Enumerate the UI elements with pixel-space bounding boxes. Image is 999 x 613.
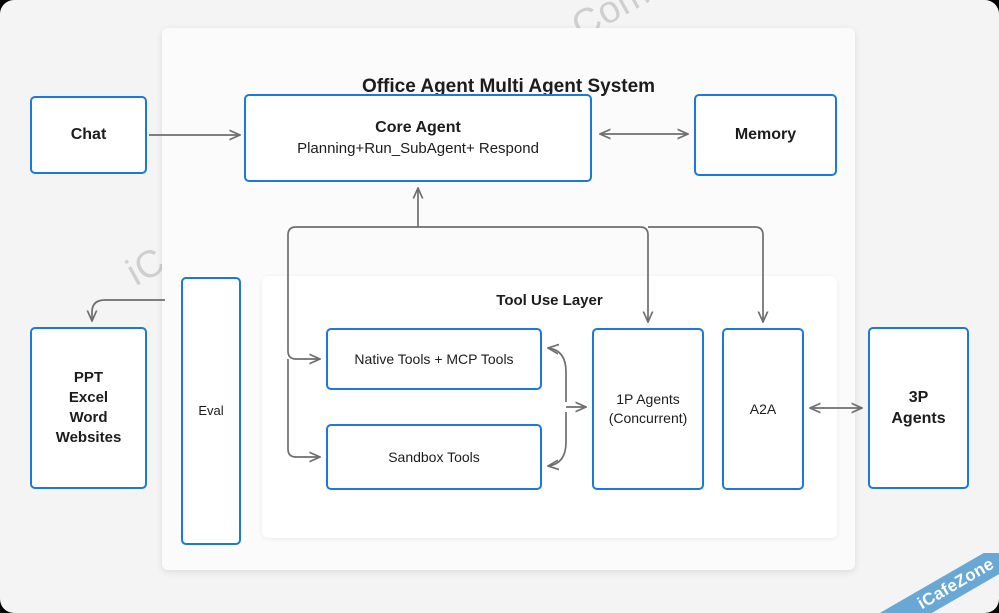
node-sandbox-tools-label: Sandbox Tools xyxy=(388,448,480,465)
node-a2a-label: A2A xyxy=(749,400,777,417)
node-1p-agents[interactable]: 1P Agents (Concurrent) xyxy=(592,328,704,490)
corner-ribbon-label: iCafeZone xyxy=(851,553,999,613)
node-memory[interactable]: Memory xyxy=(694,94,837,176)
node-outputs-line-4: Websites xyxy=(55,428,122,446)
tool-use-layer-title: Tool Use Layer xyxy=(496,292,603,309)
node-core-agent-title: Core Agent xyxy=(375,119,461,137)
node-memory-label: Memory xyxy=(734,126,797,144)
node-a2a[interactable]: A2A xyxy=(722,328,804,490)
corner-ribbon-watermark: iCafeZone xyxy=(851,553,999,613)
page-title: Office Agent Multi Agent System xyxy=(361,76,656,97)
node-3p-agents-line-1: 3P xyxy=(908,388,929,406)
node-outputs-line-1: PPT xyxy=(73,369,104,387)
node-native-tools[interactable]: Native Tools + MCP Tools xyxy=(326,328,542,390)
node-3p-agents-line-2: Agents xyxy=(891,410,946,427)
node-chat-label: Chat xyxy=(70,126,107,144)
node-outputs[interactable]: PPT Excel Word Websites xyxy=(30,327,147,489)
node-chat[interactable]: Chat xyxy=(30,96,147,174)
node-eval[interactable]: Eval xyxy=(181,277,241,545)
node-core-agent-subtitle: Planning+Run_SubAgent+ Respond xyxy=(297,139,539,157)
node-eval-label: Eval xyxy=(198,403,224,419)
node-outputs-line-2: Excel xyxy=(68,389,109,407)
node-3p-agents[interactable]: 3P Agents xyxy=(868,327,969,489)
node-1p-agents-line-2: (Concurrent) xyxy=(608,410,688,426)
node-outputs-line-3: Word xyxy=(69,409,108,426)
node-1p-agents-line-1: 1P Agents xyxy=(616,391,680,408)
node-sandbox-tools[interactable]: Sandbox Tools xyxy=(326,424,542,490)
node-native-tools-label: Native Tools + MCP Tools xyxy=(354,350,514,367)
node-core-agent[interactable]: Core Agent Planning+Run_SubAgent+ Respon… xyxy=(244,94,592,182)
